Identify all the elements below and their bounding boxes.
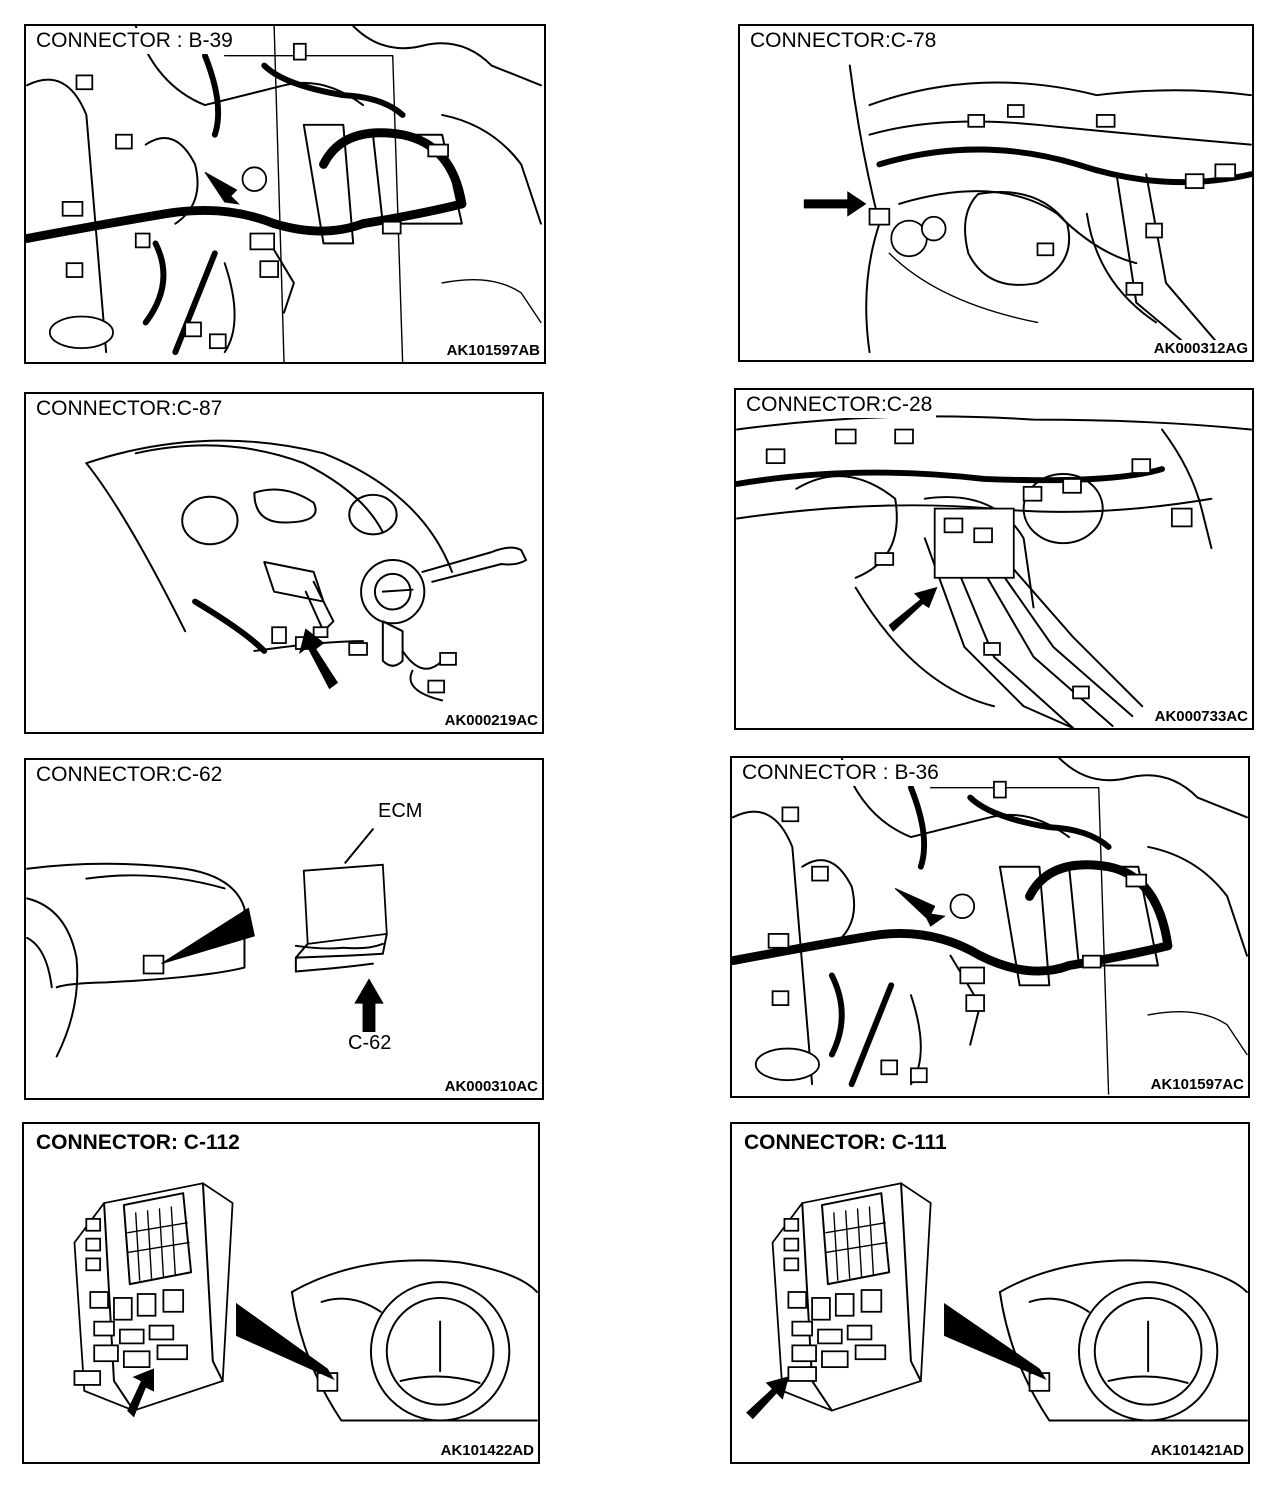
- ecm-location-illustration: [26, 828, 388, 1058]
- junction-block-illustration: [746, 1182, 1248, 1422]
- engine-bay-harness-illustration: [732, 758, 1248, 1095]
- panel-title: CONNECTOR:C-28: [746, 392, 937, 418]
- diagram-panel-c62: CONNECTOR:C-62 ECM C-62 AK000310AC: [24, 758, 544, 1100]
- steering-column-illustration: [85, 439, 528, 702]
- panel-title: CONNECTOR : B-36: [742, 760, 943, 786]
- panel-title: CONNECTOR : B-39: [36, 28, 237, 54]
- panel-title: CONNECTOR:C-87: [36, 396, 227, 422]
- figure-code: AK101597AB: [443, 342, 540, 360]
- center-console-harness-illustration: [736, 415, 1252, 728]
- figure-code: AK101597AC: [1147, 1076, 1244, 1094]
- ecm-label: ECM: [378, 800, 423, 822]
- panel-title: CONNECTOR: C-112: [36, 1130, 244, 1156]
- diagram-panel-b39: CONNECTOR : B-39 AK101597AB: [24, 24, 546, 364]
- diagram-panel-b36: CONNECTOR : B-36 AK101597AC: [730, 756, 1250, 1098]
- diagram-panel-c112: CONNECTOR: C-112 AK101422AD: [22, 1122, 540, 1464]
- junction-block-illustration: [73, 1182, 538, 1422]
- figure-code: AK000310AC: [441, 1078, 538, 1096]
- figure-code: AK101422AD: [437, 1442, 534, 1460]
- panel-title: CONNECTOR:C-78: [750, 28, 941, 54]
- dashboard-harness-illustration: [803, 64, 1252, 354]
- figure-code: AK000733AC: [1151, 708, 1248, 726]
- panel-title: CONNECTOR: C-111: [744, 1130, 951, 1156]
- figure-code: AK000312AG: [1150, 340, 1248, 358]
- connector-label: C-62: [348, 1032, 392, 1054]
- diagram-panel-c111: CONNECTOR: C-111 AK101421AD: [730, 1122, 1250, 1464]
- panel-title: CONNECTOR:C-62: [36, 762, 227, 788]
- engine-bay-harness-illustration: [26, 26, 542, 362]
- diagram-panel-c87: CONNECTOR:C-87 AK000219AC: [24, 392, 544, 734]
- figure-code: AK000219AC: [441, 712, 538, 730]
- diagram-panel-c28: CONNECTOR:C-28 AK000733AC: [734, 388, 1254, 730]
- diagram-panel-c78: CONNECTOR:C-78 AK000312AG: [738, 24, 1254, 362]
- figure-code: AK101421AD: [1147, 1442, 1244, 1460]
